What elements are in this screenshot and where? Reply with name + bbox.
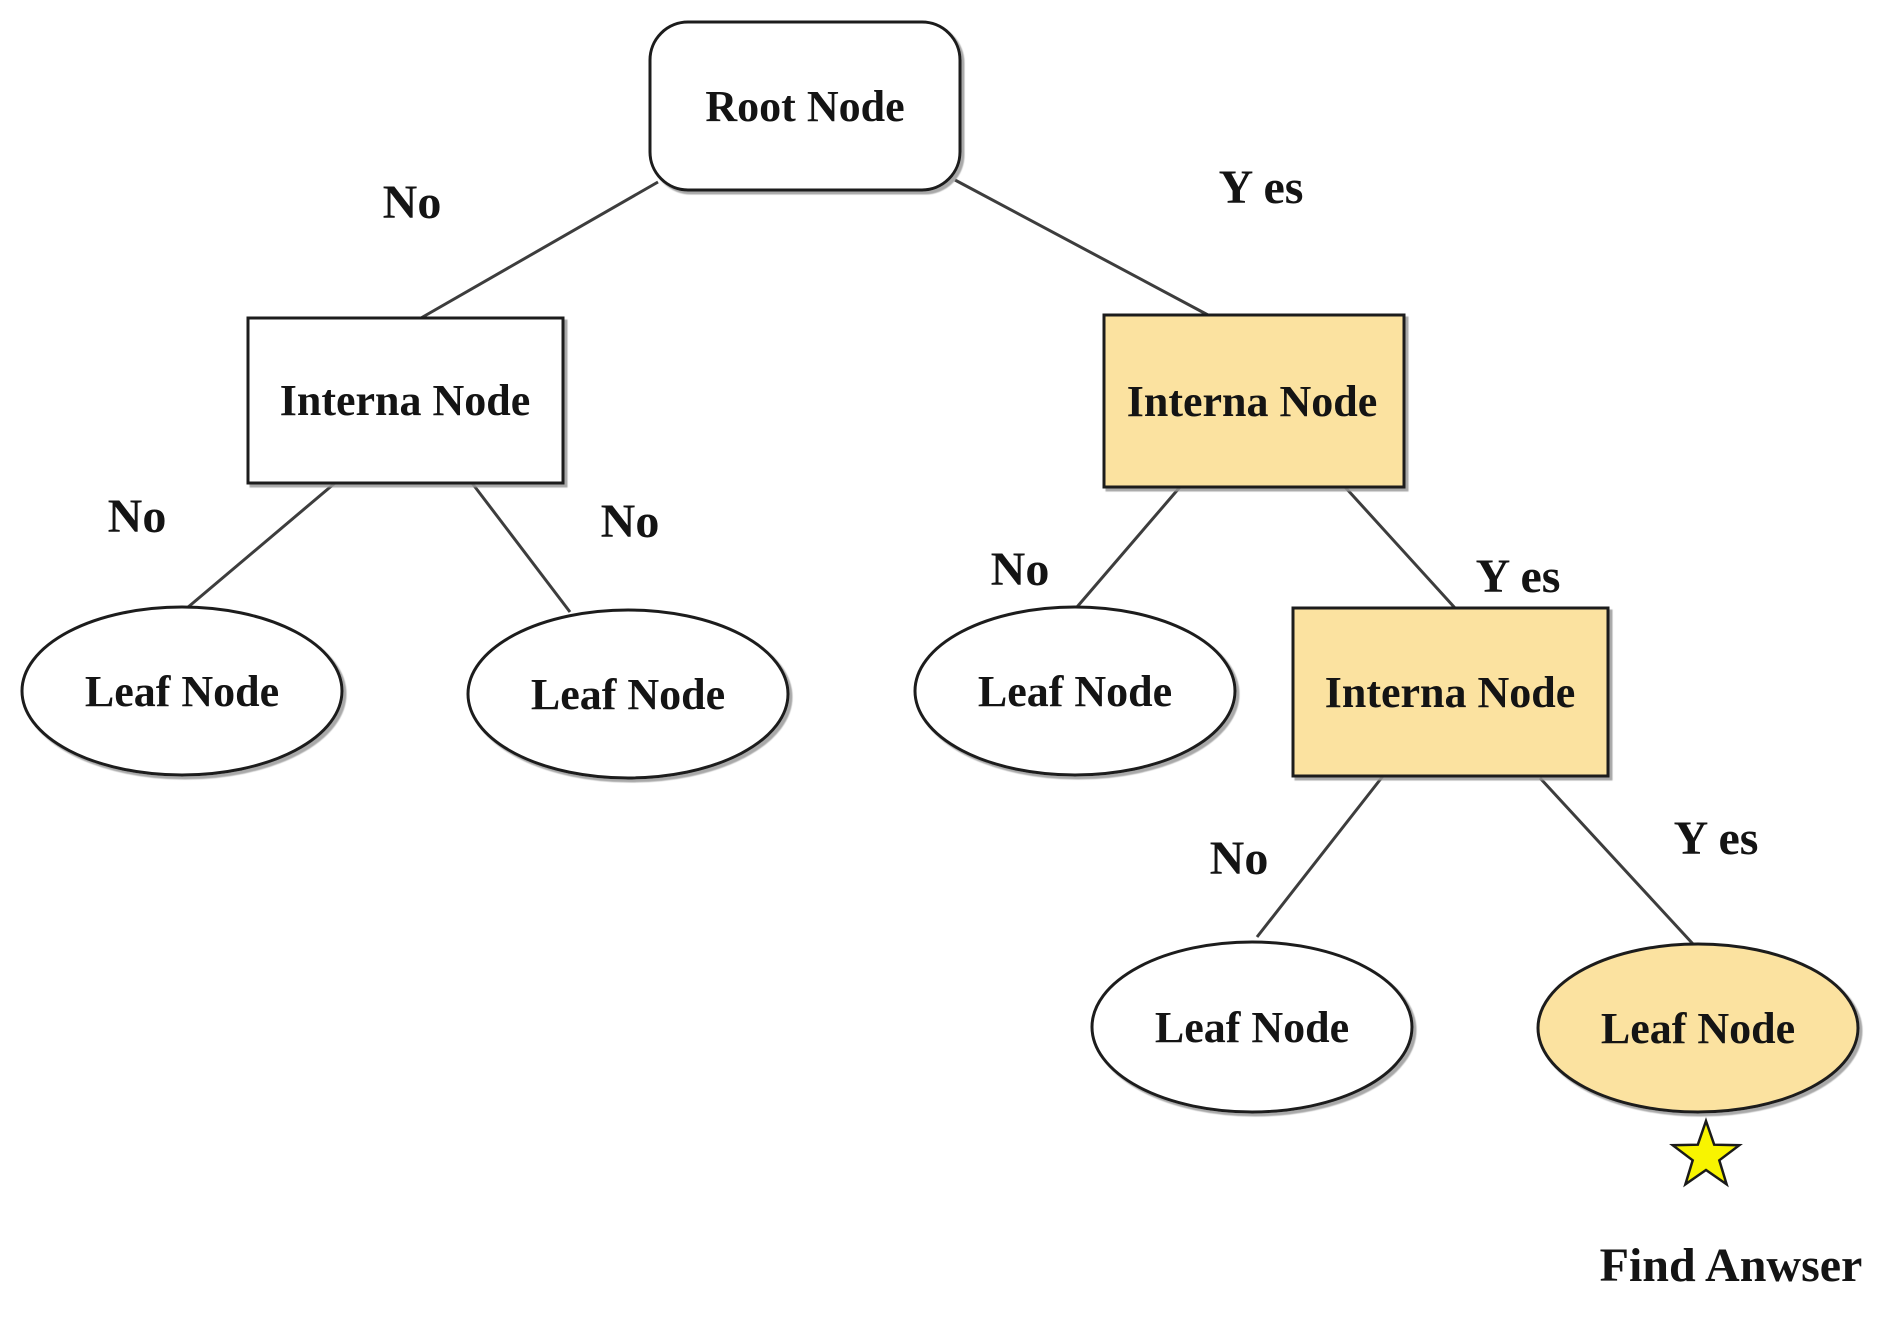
internal-node-shape [246, 316, 565, 485]
node-leaf-3: Leaf Node [913, 605, 1237, 777]
node-leaf-1: Leaf Node [20, 605, 344, 777]
edge-label-no: No [601, 495, 660, 548]
internal-node-label: Interna Node [1325, 668, 1576, 717]
edge-label-no: No [1210, 832, 1269, 885]
internal-node-label: Interna Node [1127, 377, 1378, 426]
edge-label-no: No [383, 176, 442, 229]
node-internal-left: Interna Node [246, 316, 565, 485]
edge-label-no: No [108, 490, 167, 543]
star-icon [1669, 1117, 1743, 1188]
root-node-label: Root Node [705, 82, 904, 131]
edge-root-to-internal-left: No [383, 176, 659, 320]
leaf-node-shape [466, 608, 790, 780]
leaf-node-label: Leaf Node [1155, 1003, 1349, 1052]
edge-line [954, 178, 1209, 317]
leaf-node-label: Leaf Node [85, 667, 279, 716]
leaf-node-shape [20, 605, 344, 777]
find-answer-caption: Find Anwser [1600, 1239, 1863, 1292]
edge-label-no: No [991, 543, 1050, 596]
leaf-node-label: Leaf Node [531, 670, 725, 719]
edge-line [1255, 775, 1385, 938]
edge-line [420, 180, 659, 320]
internal-node-shape-highlighted [1102, 313, 1406, 489]
edge-line [186, 481, 336, 610]
edge-internal-right-2-to-leaf-5: Y es [1538, 776, 1759, 946]
edge-internal-left-to-leaf-1: No [108, 481, 336, 610]
internal-node-label: Interna Node [280, 376, 531, 425]
edge-label-yes: Y es [1219, 161, 1304, 214]
root-node-shape [648, 20, 962, 192]
node-internal-right-1: Interna Node [1102, 313, 1406, 489]
edge-root-to-internal-right-1: Y es [954, 161, 1304, 317]
edge-line [1538, 776, 1695, 946]
edge-line [1075, 486, 1182, 608]
node-internal-right-2: Interna Node [1291, 606, 1610, 778]
leaf-node-label: Leaf Node [978, 667, 1172, 716]
edge-label-yes: Y es [1476, 550, 1561, 603]
node-leaf-5: Leaf Node [1536, 942, 1860, 1114]
node-leaf-4: Leaf Node [1090, 940, 1414, 1114]
edge-internal-left-to-leaf-2: No [470, 482, 660, 613]
leaf-node-shape [1090, 940, 1414, 1114]
node-leaf-2: Leaf Node [466, 608, 790, 780]
edge-line [470, 482, 572, 613]
internal-node-shape-highlighted [1291, 606, 1610, 778]
node-root: Root Node [648, 20, 962, 192]
leaf-node-shape-highlighted [1536, 942, 1860, 1114]
edge-line [1343, 485, 1457, 610]
leaf-node-label: Leaf Node [1601, 1004, 1795, 1053]
edge-internal-right-1-to-leaf-3: No [991, 486, 1182, 608]
leaf-node-shape [913, 605, 1237, 777]
answer-annotation: Find Anwser [1600, 1117, 1863, 1292]
edge-label-yes: Y es [1674, 812, 1759, 865]
edge-internal-right-1-to-internal-right-2: Y es [1343, 485, 1561, 610]
edge-internal-right-2-to-leaf-4: No [1210, 775, 1385, 938]
